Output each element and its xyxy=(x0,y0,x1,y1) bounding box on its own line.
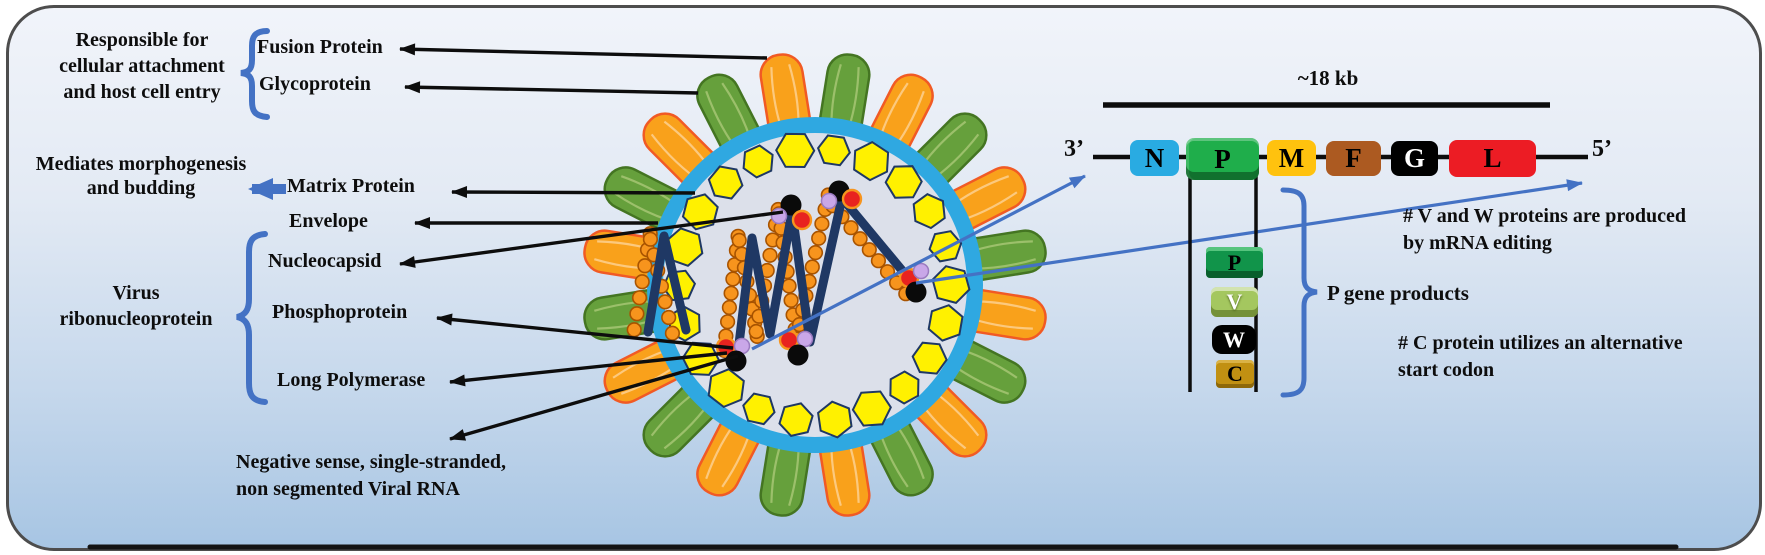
matrix-protein-hexagon xyxy=(911,341,948,375)
polymerase-red-subunit xyxy=(791,209,813,231)
gene-box-M: M xyxy=(1267,140,1316,176)
gene-box-P: P xyxy=(1186,138,1259,180)
nucleocapsid-bead xyxy=(804,259,820,275)
matrix-protein-hexagon xyxy=(884,165,923,199)
p-gene-product-box-V: V xyxy=(1211,287,1258,317)
nucleocapsid-bead xyxy=(657,294,673,310)
nucleocapsid-bead xyxy=(642,231,659,247)
long-polymerase-arrow xyxy=(449,351,728,387)
matrix-protein-hexagon xyxy=(816,134,851,167)
gene-box-N: N xyxy=(1130,140,1179,176)
attachment-brace xyxy=(240,28,270,120)
phosphoprotein-arrow xyxy=(436,313,734,350)
nucleocapsid-bead xyxy=(661,309,677,326)
nucleocapsid-arrow xyxy=(399,210,784,268)
matrix-protein-hexagon xyxy=(778,402,814,438)
gene-box-L: L xyxy=(1449,140,1536,177)
nucleocapsid-bead xyxy=(719,314,736,330)
rna-to-5prime-arrow xyxy=(915,179,1583,285)
phosphoprotein-subunit xyxy=(770,207,788,225)
viral-rna-strand xyxy=(643,231,691,337)
nucleocapsid-bead xyxy=(723,285,739,301)
matrix-protein-hexagon xyxy=(889,370,920,405)
polymerase-black-subunit xyxy=(780,194,802,216)
nucleocapsid-bead xyxy=(721,299,738,316)
nucleocapsid-bead xyxy=(664,325,681,341)
glycoprotein-arrow xyxy=(404,81,699,95)
nucleocapsid-bead xyxy=(783,292,799,309)
viral-rna-arrow xyxy=(449,354,739,441)
matrix-protein-hexagon xyxy=(912,193,946,230)
gene-box-F: F xyxy=(1326,141,1381,176)
matrix-protein-arrow xyxy=(451,186,696,199)
matrix-protein-hexagon xyxy=(817,400,853,439)
p-gene-products-bracket xyxy=(1280,187,1318,398)
p-gene-product-box-C: C xyxy=(1216,360,1254,388)
nucleocapsid-bead xyxy=(843,220,859,236)
phosphoprotein-subunit xyxy=(796,330,814,348)
matrix-protein-hexagon xyxy=(853,140,890,182)
nucleocapsid-bead xyxy=(807,245,824,261)
matrix-protein-hexagon xyxy=(742,144,774,179)
fusion-protein-arrow xyxy=(399,43,768,60)
nucleocapsid-bead xyxy=(626,322,642,338)
nucleocapsid-bead xyxy=(634,274,650,290)
matrix-protein-hexagon xyxy=(927,304,964,342)
p-gene-product-box-W: W xyxy=(1212,325,1256,354)
nucleocapsid-bead xyxy=(629,306,645,322)
virion-illustration xyxy=(583,53,1047,517)
nucleocapsid-bead xyxy=(814,216,830,232)
rna-to-3prime-arrow xyxy=(751,174,1086,351)
nucleocapsid-bead xyxy=(762,247,778,263)
matrix-protein-hexagon xyxy=(707,165,744,200)
nucleocapsid-bead xyxy=(781,278,797,294)
phosphoprotein-subunit xyxy=(912,262,930,280)
polymerase-black-subunit xyxy=(905,281,927,303)
polymerase-black-subunit xyxy=(725,350,747,372)
nucleocapsid-bead xyxy=(725,271,741,287)
nucleocapsid-bead xyxy=(748,323,764,340)
nucleocapsid-bead xyxy=(870,253,887,269)
matrix-protein-hexagon xyxy=(775,132,816,169)
p-gene-product-box-P: P xyxy=(1206,247,1263,278)
nucleocapsid-bead xyxy=(852,231,868,247)
matrix-protein-hexagon xyxy=(742,392,776,426)
nucleocapsid-bead xyxy=(811,230,827,246)
matrix-protein-hexagon xyxy=(707,368,745,409)
phosphoprotein-subunit xyxy=(820,192,838,210)
nucleocapsid-bead xyxy=(637,258,653,274)
ribonucleoprotein-brace xyxy=(236,231,268,405)
polymerase-red-subunit xyxy=(841,188,863,210)
nucleocapsid-bead xyxy=(731,232,747,248)
pointer-arrows xyxy=(399,43,784,441)
matrix-protein-hexagon xyxy=(851,390,892,427)
nucleocapsid-bead xyxy=(631,290,648,306)
polymerase-black-subunit xyxy=(787,344,809,366)
nucleocapsid-bead xyxy=(861,242,877,258)
gene-box-G: G xyxy=(1391,141,1438,176)
